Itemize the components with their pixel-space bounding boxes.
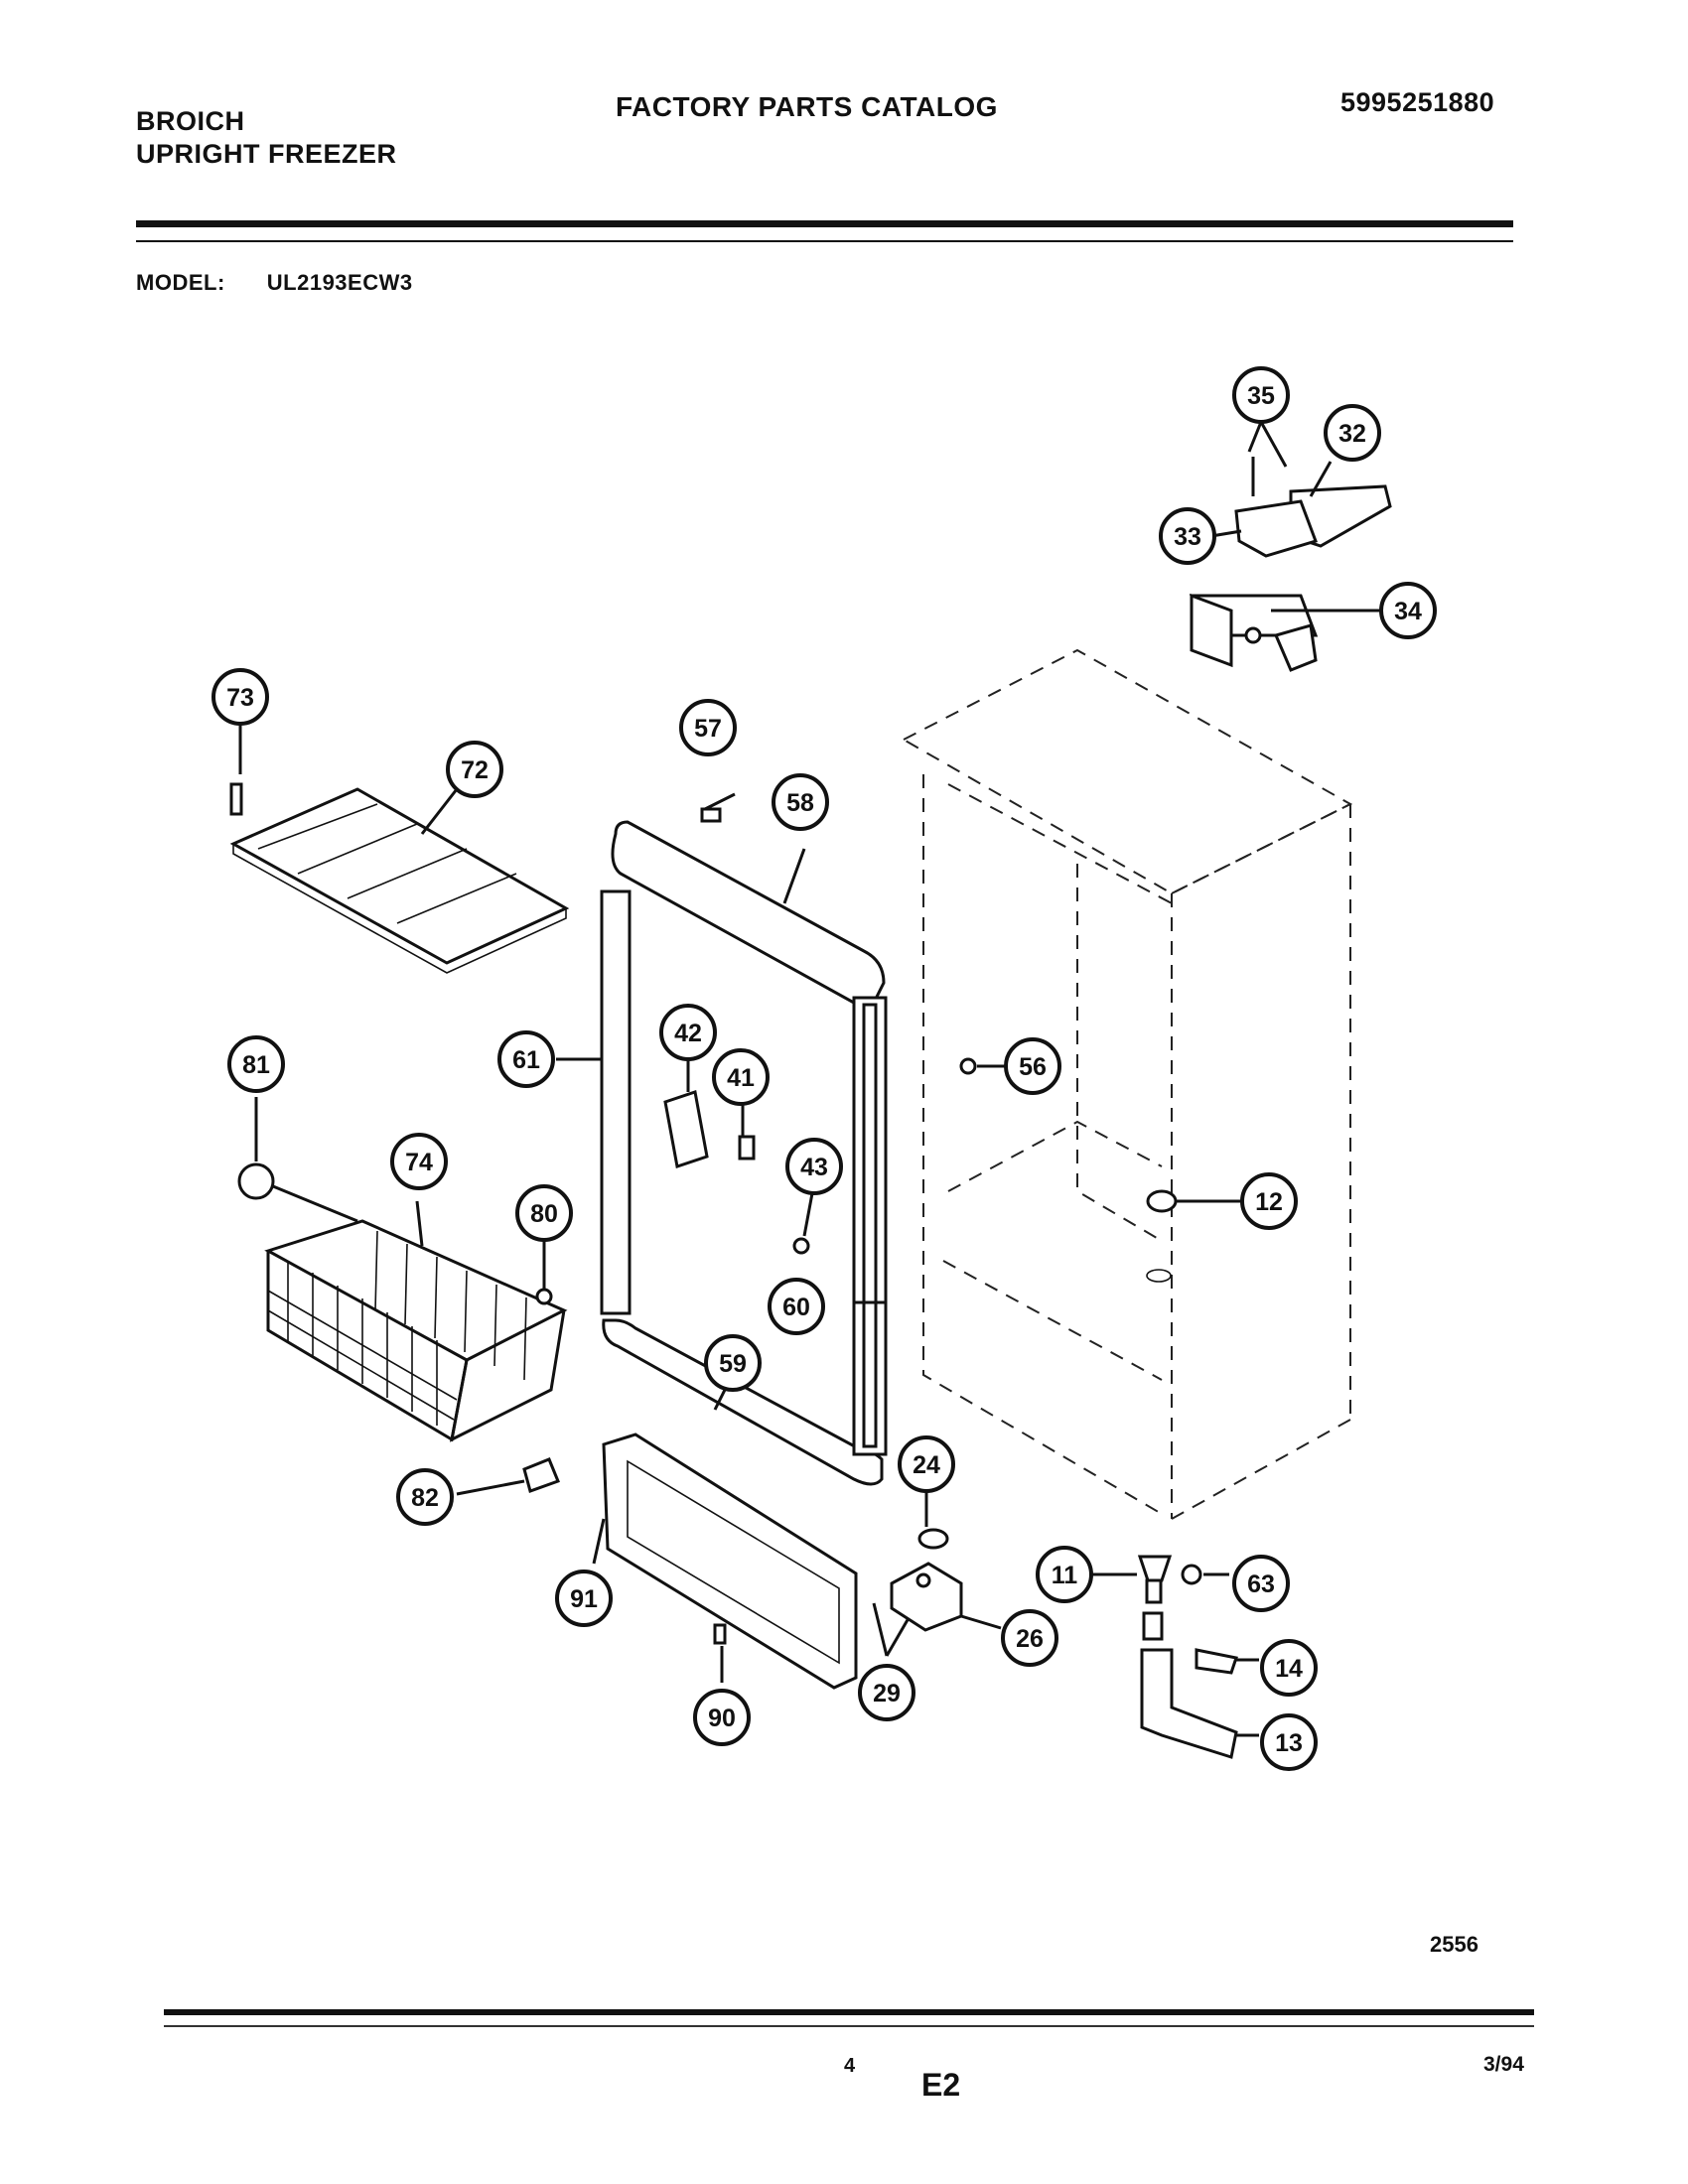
callout-74: 74 xyxy=(390,1133,448,1190)
footer-rule xyxy=(164,2009,1534,2015)
callout-label: 26 xyxy=(1016,1625,1044,1653)
kickplate-screw xyxy=(713,1623,727,1645)
callout-label: 73 xyxy=(226,684,254,712)
callout-label: 24 xyxy=(913,1451,940,1479)
callout-label: 82 xyxy=(411,1484,439,1512)
callout-72: 72 xyxy=(446,741,503,798)
header-rule xyxy=(136,220,1513,227)
callout-24: 24 xyxy=(898,1435,955,1493)
callout-33: 33 xyxy=(1159,507,1216,565)
model-value: UL2193ECW3 xyxy=(266,270,413,295)
callout-81: 81 xyxy=(227,1035,285,1093)
callout-label: 80 xyxy=(530,1200,558,1228)
callout-58: 58 xyxy=(772,773,829,831)
callout-32: 32 xyxy=(1324,404,1381,462)
product-type: UPRIGHT FREEZER xyxy=(136,139,397,169)
callout-91: 91 xyxy=(555,1570,613,1627)
callout-63: 63 xyxy=(1232,1555,1290,1612)
callout-label: 57 xyxy=(694,715,722,743)
callout-11: 11 xyxy=(1036,1546,1093,1603)
kickplate xyxy=(602,1433,858,1690)
header-rule-thin xyxy=(136,240,1513,242)
footer-rule-thin xyxy=(164,2025,1534,2027)
callout-label: 90 xyxy=(708,1705,736,1732)
callout-61: 61 xyxy=(497,1030,555,1088)
cabinet-plug xyxy=(959,1057,977,1075)
callout-label: 11 xyxy=(1052,1562,1078,1589)
callout-label: 33 xyxy=(1174,523,1201,551)
revision-date: 3/94 xyxy=(1483,2053,1524,2076)
callout-label: 14 xyxy=(1275,1655,1303,1683)
model-label: MODEL: xyxy=(136,270,225,295)
brand-name: BROICH xyxy=(136,106,245,136)
wire-basket xyxy=(264,1219,568,1442)
callout-34: 34 xyxy=(1379,582,1437,639)
cabinet-bushing xyxy=(1146,1189,1178,1213)
callout-label: 35 xyxy=(1247,382,1275,410)
callout-label: 91 xyxy=(570,1585,598,1613)
callout-35: 35 xyxy=(1232,366,1290,424)
callout-14: 14 xyxy=(1260,1639,1318,1697)
callout-41: 41 xyxy=(712,1048,770,1106)
basket-stop xyxy=(237,1162,275,1200)
callout-label: 60 xyxy=(782,1294,810,1321)
callout-label: 12 xyxy=(1255,1188,1283,1216)
callout-label: 81 xyxy=(242,1051,270,1079)
basket-screw xyxy=(535,1288,553,1305)
callout-label: 13 xyxy=(1275,1729,1303,1757)
model-line: MODEL: UL2193ECW3 xyxy=(136,270,413,296)
callout-12: 12 xyxy=(1240,1172,1298,1230)
callout-label: 59 xyxy=(719,1350,747,1378)
callout-29: 29 xyxy=(858,1664,915,1721)
gasket-corner-clip xyxy=(700,807,722,823)
callout-label: 56 xyxy=(1019,1053,1047,1081)
shelf-clip xyxy=(229,782,243,816)
callout-73: 73 xyxy=(211,668,269,726)
callout-label: 34 xyxy=(1394,598,1422,625)
callout-82: 82 xyxy=(396,1468,454,1526)
catalog-title: FACTORY PARTS CATALOG xyxy=(616,91,998,122)
page-number: 4 xyxy=(844,2055,856,2077)
callout-57: 57 xyxy=(679,699,737,756)
callout-13: 13 xyxy=(1260,1713,1318,1771)
callout-label: 29 xyxy=(873,1680,901,1707)
callout-label: 63 xyxy=(1247,1570,1275,1598)
catalog-number: 5995251880 xyxy=(1340,87,1495,117)
shelf xyxy=(229,787,570,974)
callout-group: 35 32 33 34 73 72 57 58 61 42 41 56 81 74 80 43 12 60 59 82… xyxy=(211,366,1437,1771)
callout-label: 43 xyxy=(800,1154,828,1181)
drawing-number: 2556 xyxy=(1430,1932,1478,1957)
door-gasket-parts xyxy=(600,820,888,1486)
callout-label: 61 xyxy=(512,1046,540,1074)
switch-parts xyxy=(663,1090,810,1255)
callout-label: 41 xyxy=(727,1064,755,1092)
callout-label: 58 xyxy=(786,789,814,817)
callout-56: 56 xyxy=(1004,1037,1061,1095)
cabinet-outline xyxy=(901,648,1353,1520)
leveler-and-drain xyxy=(1137,1555,1238,1759)
callout-60: 60 xyxy=(768,1278,825,1335)
bottom-hinge xyxy=(890,1528,963,1632)
callout-42: 42 xyxy=(659,1004,717,1061)
callout-43: 43 xyxy=(785,1138,843,1195)
callout-80: 80 xyxy=(515,1184,573,1242)
callout-label: 32 xyxy=(1338,420,1366,448)
callout-label: 74 xyxy=(405,1149,433,1176)
brand-block: BROICH UPRIGHT FREEZER xyxy=(136,105,397,171)
callout-59: 59 xyxy=(704,1334,762,1392)
callout-90: 90 xyxy=(693,1689,751,1746)
callout-label: 72 xyxy=(461,756,489,784)
section-code: E2 xyxy=(921,2067,961,2103)
basket-rail xyxy=(522,1457,560,1493)
callout-26: 26 xyxy=(1001,1609,1058,1667)
callout-label: 42 xyxy=(674,1020,702,1047)
top-hinge-assembly xyxy=(1189,484,1392,672)
